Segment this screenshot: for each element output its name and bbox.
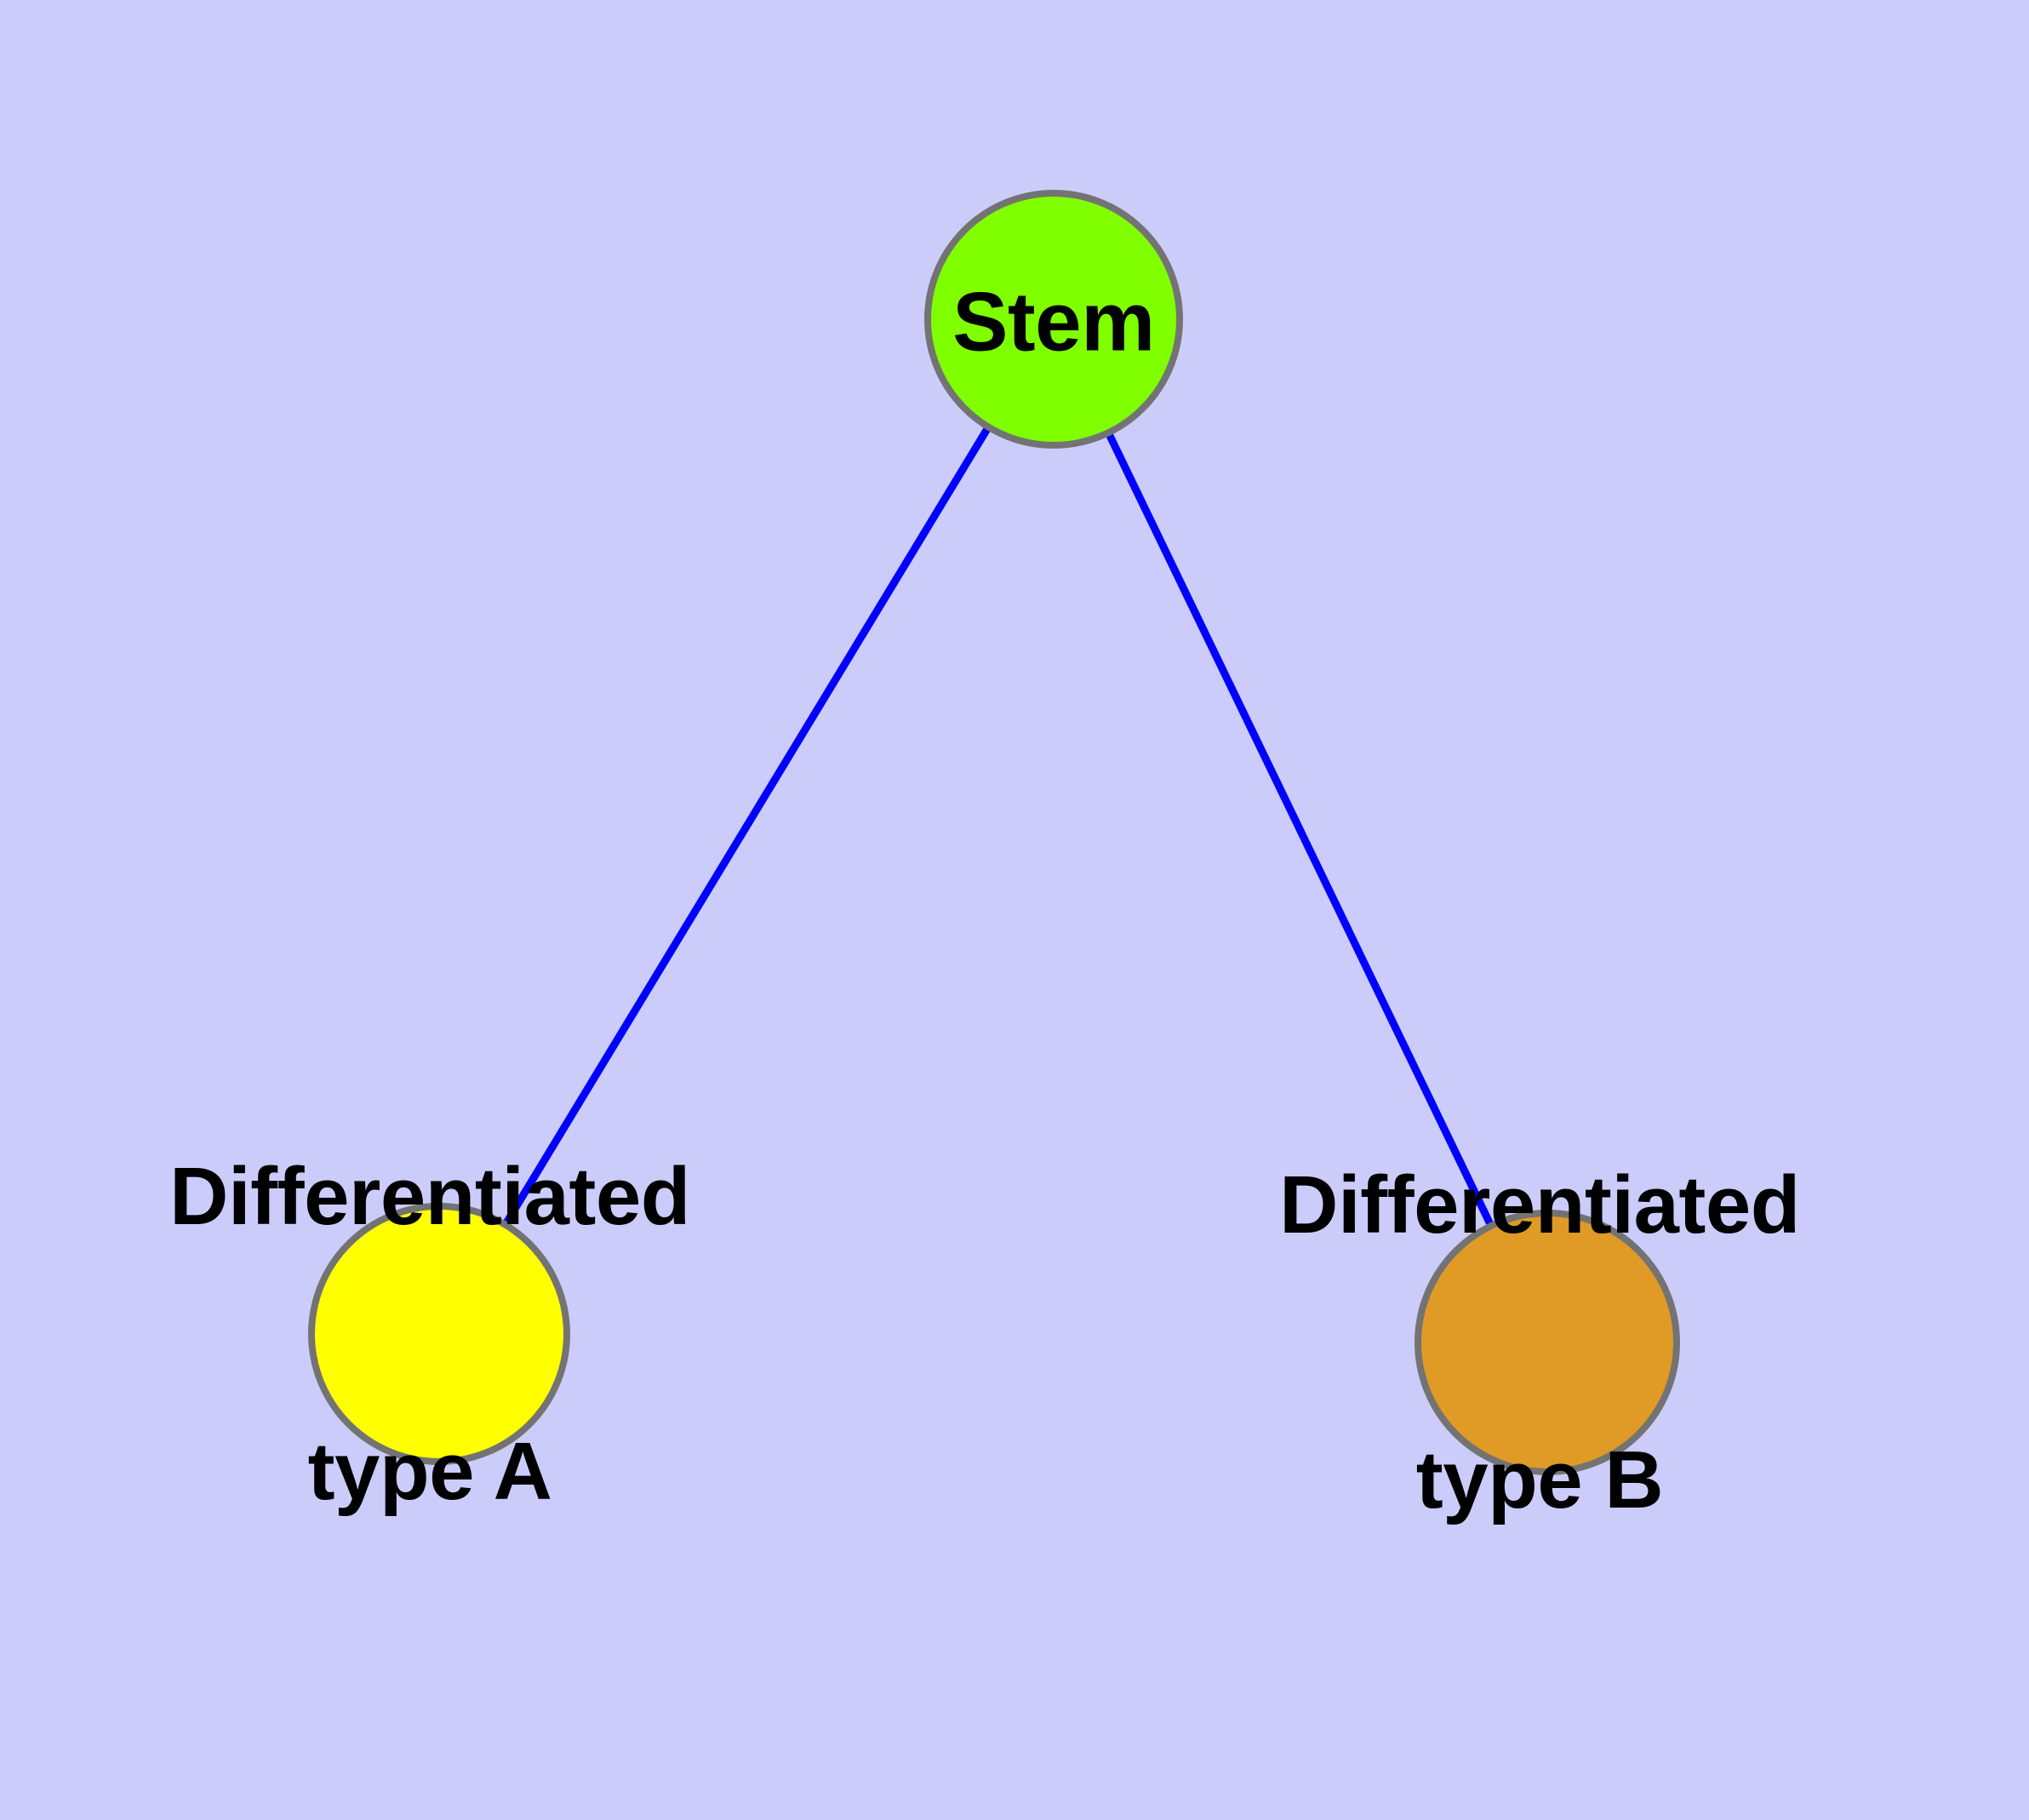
edge-stem-to-differentiated-type-b[interactable] [1049, 318, 1552, 1344]
edge-layer [436, 317, 1552, 1344]
node-layer [308, 190, 1680, 1475]
edge-stem-to-differentiated-type-a[interactable] [436, 317, 1057, 1336]
node-differentiated-type-a[interactable] [308, 1203, 570, 1465]
node-stem[interactable] [924, 190, 1183, 449]
node-differentiated-type-b[interactable] [1415, 1210, 1680, 1475]
